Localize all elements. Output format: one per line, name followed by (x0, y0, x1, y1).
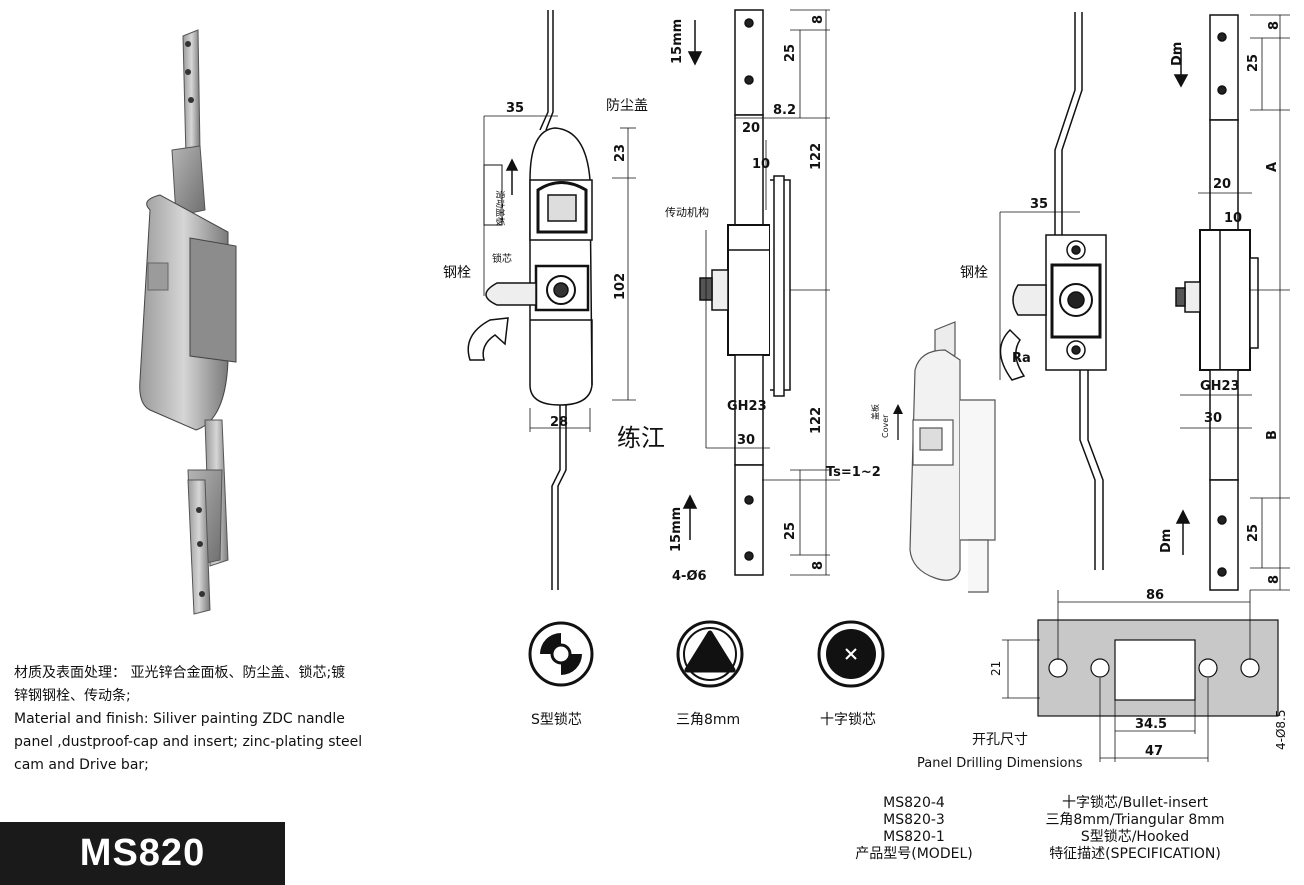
model-title: MS820 (0, 822, 285, 885)
dim-21: 21 (989, 661, 1003, 676)
spec-descriptions: 十字锁芯/Bullet-insert 三角8mm/Triangular 8mm … (1010, 795, 1260, 863)
spec-models: MS820-4 MS820-3 MS820-1 产品型号(MODEL) (834, 795, 994, 863)
dim-ts: Ts=1~2 (826, 465, 881, 480)
right-front-view (999, 12, 1107, 570)
spec-item: 三角8mm/Triangular 8mm (1045, 812, 1225, 828)
dim-ra: Ra (1012, 351, 1031, 366)
dim-dm-top: Dm (1170, 42, 1185, 66)
panel-drilling-en: Panel Drilling Dimensions (917, 756, 1083, 771)
material-cn-line1: 材质及表面处理： 亚光锌合金面板、防尘盖、锁芯;镀 (14, 665, 346, 681)
dim-right-8-bottom: 8 (1267, 575, 1282, 584)
product-render (139, 29, 237, 615)
dim-8-bottom: 8 (811, 561, 826, 570)
material-en-line3: cam and Drive bar; (14, 757, 149, 773)
dim-47: 47 (1145, 744, 1163, 759)
cover-render (893, 321, 996, 593)
material-description: 材质及表面处理： 亚光锌合金面板、防尘盖、锁芯;镀 锌钢钢栓、传动条; Mate… (14, 662, 434, 777)
caption-cross: 十字锁芯 (820, 712, 876, 728)
dim-35: 35 (506, 101, 524, 116)
dim-4-8-5: 4-Ø8.5 (1274, 710, 1288, 751)
dim-4-holes: 4-Ø6 (672, 569, 707, 584)
dim-20: 20 (742, 121, 760, 136)
spec-header: 特征描述(SPECIFICATION) (1049, 846, 1221, 862)
label-slide-cover: 滑动盖板 (494, 190, 506, 226)
dim-30: 30 (737, 433, 755, 448)
dim-right-25-bottom: 25 (1246, 524, 1261, 542)
label-dust-cover: 防尘盖 (606, 98, 648, 114)
dim-right-8-top: 8 (1267, 21, 1282, 30)
dim-gh23: GH23 (727, 399, 767, 414)
dim-right-gh23: GH23 (1200, 379, 1240, 394)
caption-s-type: S型锁芯 (531, 712, 582, 728)
dim-b: B (1265, 430, 1280, 440)
dim-dm-bottom: Dm (1159, 529, 1174, 553)
model-item: MS820-3 (883, 812, 945, 828)
dim-15mm-bottom: 15mm (669, 507, 684, 552)
label-transmission: 传动机构 (665, 205, 709, 219)
material-en-line2: panel ,dustproof-cap and insert; zinc-pl… (14, 734, 363, 750)
dim-25-bottom: 25 (783, 522, 798, 540)
dim-right-20: 20 (1213, 177, 1231, 192)
caption-triangle: 三角8mm (676, 712, 740, 728)
label-cover-en: Cover (881, 414, 890, 438)
label-cover-cn: 盖板 (870, 404, 880, 420)
dim-15mm-top: 15mm (670, 19, 685, 64)
model-item: MS820-4 (883, 795, 945, 811)
dim-right-30: 30 (1204, 411, 1222, 426)
dim-a: A (1265, 162, 1280, 172)
spec-item: 十字锁芯/Bullet-insert (1061, 795, 1209, 811)
dim-8-top: 8 (811, 15, 826, 24)
dim-122-bottom: 122 (809, 407, 824, 434)
dim-right-10: 10 (1224, 211, 1242, 226)
side-view (682, 9, 840, 576)
dim-right-25-top: 25 (1246, 54, 1261, 72)
panel-drilling-cn: 开孔尺寸 (972, 732, 1028, 748)
dim-8-2: 8.2 (773, 103, 796, 118)
material-cn-line2: 锌钢钢栓、传动条; (14, 688, 131, 704)
material-en-line1: Material and finish: Siliver painting ZD… (14, 711, 345, 727)
model-item: MS820-1 (883, 829, 945, 845)
dim-25-top: 25 (783, 44, 798, 62)
panel-drilling-plate (1002, 590, 1279, 762)
model-header: 产品型号(MODEL) (855, 846, 973, 862)
label-bolt-right: 钢栓 (960, 265, 988, 281)
right-side-view (1173, 14, 1290, 591)
dim-28: 28 (550, 415, 568, 430)
front-view (467, 10, 636, 590)
cross-core-icon (817, 620, 885, 688)
dim-right-35: 35 (1030, 197, 1048, 212)
s-type-core-icon (528, 621, 594, 687)
dim-86: 86 (1146, 588, 1164, 603)
dim-10: 10 (752, 157, 770, 172)
spec-item: S型锁芯/Hooked (1080, 829, 1190, 845)
label-bolt: 钢栓 (443, 265, 471, 281)
dim-102: 102 (613, 273, 628, 300)
dim-122-top: 122 (809, 143, 824, 170)
label-lock-core: 锁芯 (492, 252, 512, 265)
watermark: 练江 (617, 424, 665, 452)
dim-34-5: 34.5 (1135, 717, 1167, 732)
dim-23: 23 (613, 144, 628, 162)
triangle-core-icon (676, 620, 744, 688)
